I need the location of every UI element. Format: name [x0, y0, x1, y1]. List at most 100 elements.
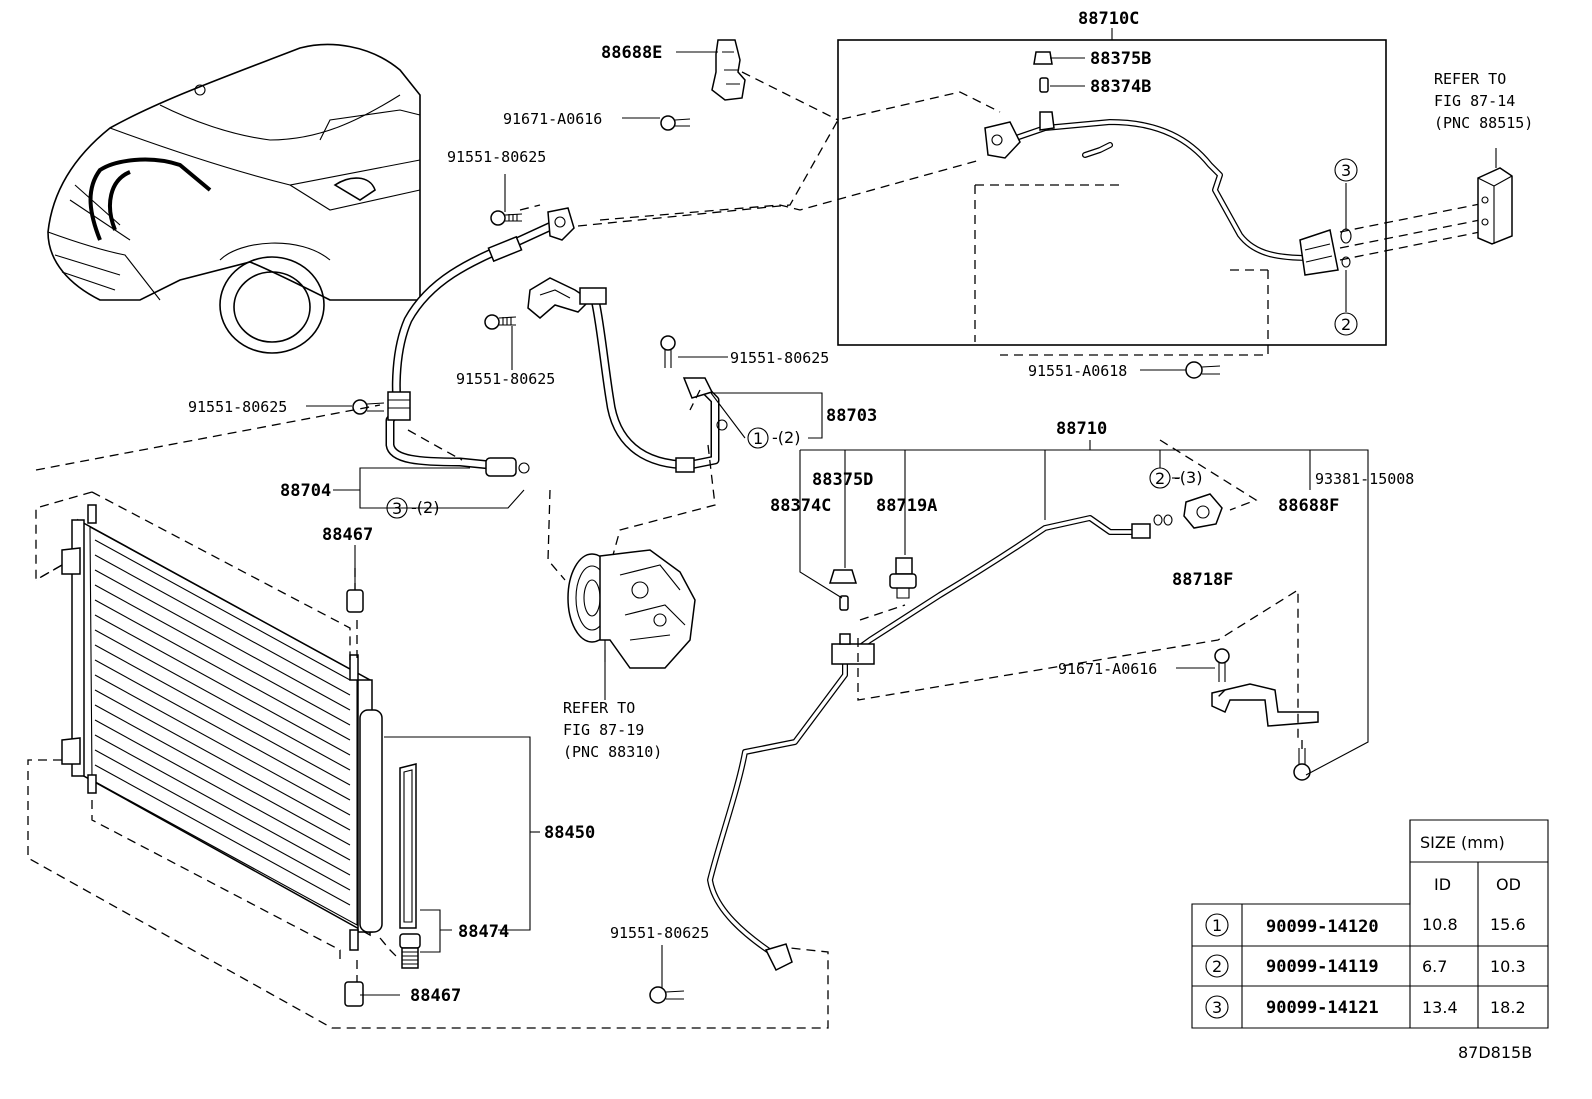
- row-1-part: 90099-14120: [1266, 917, 1379, 937]
- callouts: 1 -(2) 3 -(2) 2 -(3) 3 2: [386, 158, 1358, 519]
- label-88718F: 88718F: [1172, 570, 1233, 590]
- size-table-col-od: OD: [1496, 875, 1521, 894]
- condenser-outline-dash: [27, 491, 829, 1029]
- bolt-91551-80625-d: [352, 399, 385, 415]
- diagram-code: 87D815B: [1458, 1043, 1532, 1062]
- row-2-od: 10.3: [1490, 957, 1526, 976]
- reference-note-fig87-14: REFER TO FIG 87-14 (PNC 88515): [1434, 70, 1533, 132]
- size-table-header: SIZE (mm): [1420, 833, 1505, 852]
- label-91551-A0618: 91551-A0618: [1028, 362, 1127, 380]
- callout-88710C-3-num: 3: [1341, 161, 1351, 180]
- row-1-id: 10.8: [1422, 915, 1458, 934]
- ref-87-19-line3: (PNC 88310): [563, 743, 662, 761]
- label-88467-bottom: 88467: [410, 986, 461, 1006]
- label-88467-top: 88467: [322, 525, 373, 545]
- row-3-ref: 3: [1212, 998, 1222, 1017]
- bolt-93381-15008: [1293, 748, 1311, 781]
- bolt-91671-A0616-top: [660, 115, 691, 131]
- leader-lines: [306, 28, 1497, 996]
- bolt-91671-A0616-mid: [1214, 648, 1230, 682]
- condenser-88450: [61, 504, 383, 951]
- cap-88375B: [1033, 51, 1053, 65]
- label-91671-A0616-mid: 91671-A0616: [1058, 660, 1157, 678]
- label-88375B: 88375B: [1090, 49, 1151, 69]
- part-labels: 88710C 88375B 88374B 88688E 91671-A0616 …: [188, 9, 1414, 1006]
- pipe-88710C: [984, 111, 1339, 276]
- label-88719A: 88719A: [876, 496, 937, 516]
- row-2-ref: 2: [1212, 957, 1222, 976]
- condenser-fins: [94, 539, 351, 906]
- row-3-id: 13.4: [1422, 998, 1458, 1017]
- callout-88704-num: 3: [392, 499, 402, 518]
- label-88688F: 88688F: [1278, 496, 1339, 516]
- callout-88710: 2 -(3): [1149, 467, 1202, 489]
- callout-88710-num: 2: [1155, 469, 1165, 488]
- compressor: [567, 549, 696, 669]
- valve-88374C: [839, 595, 849, 611]
- table-row: 1 90099-14120 10.8 15.6: [1205, 913, 1526, 937]
- label-88474: 88474: [458, 922, 509, 942]
- label-91551-80625-a: 91551-80625: [447, 148, 546, 166]
- table-row: 3 90099-14121 13.4 18.2: [1205, 995, 1526, 1019]
- plug-88474: [399, 933, 421, 969]
- label-88703: 88703: [826, 406, 877, 426]
- label-93381-15008: 93381-15008: [1315, 470, 1414, 488]
- row-1-ref: 1: [1212, 916, 1222, 935]
- row-2-id: 6.7: [1422, 957, 1447, 976]
- callout-88710C-2-num: 2: [1341, 315, 1351, 334]
- o-ring-2-box: [1341, 256, 1351, 268]
- size-table-col-id: ID: [1434, 875, 1451, 894]
- vehicle-illustration: [47, 43, 421, 354]
- callout-88703-sub: -(2): [772, 428, 800, 447]
- suction-hose-88703: [527, 277, 728, 473]
- guide-dash-right: [857, 439, 1303, 752]
- guide-dash-left: [35, 71, 1001, 581]
- ref-87-19-line2: FIG 87-19: [563, 721, 644, 739]
- ref-87-14-line1: REFER TO: [1434, 70, 1506, 88]
- size-table: SIZE (mm) ID OD 1 90099-14120 10.8 15.6 …: [1191, 819, 1549, 1029]
- bushing-88467-top: [346, 589, 364, 613]
- label-88375D: 88375D: [812, 470, 873, 490]
- callout-88703-num: 1: [753, 429, 763, 448]
- bolt-91551-80625-e: [649, 986, 685, 1004]
- reference-note-fig87-19: REFER TO FIG 87-19 (PNC 88310): [563, 699, 662, 761]
- label-91551-80625-e: 91551-80625: [610, 924, 709, 942]
- bolt-91551-80625-c: [660, 335, 676, 368]
- ref-87-14-line3: (PNC 88515): [1434, 114, 1533, 132]
- expansion-valve: [1477, 167, 1513, 245]
- bracket-88688E: [711, 39, 746, 101]
- callout-88704: 3 -(2): [386, 497, 439, 519]
- bolt-91551-80625-a: [490, 210, 523, 226]
- oring-2-88710: [1153, 514, 1173, 526]
- ref-87-14-line2: FIG 87-14: [1434, 92, 1515, 110]
- callout-88704-sub: -(2): [411, 498, 439, 517]
- row-3-part: 90099-14121: [1266, 998, 1379, 1018]
- sensor-88719A: [889, 557, 917, 599]
- discharge-hose-88704: [385, 207, 575, 477]
- label-88374C: 88374C: [770, 496, 831, 516]
- label-91671-A0616-top: 91671-A0616: [503, 110, 602, 128]
- table-row: 2 90099-14119 6.7 10.3: [1205, 954, 1526, 978]
- row-3-od: 18.2: [1490, 998, 1526, 1017]
- bushing-88467-bottom: [344, 981, 364, 1007]
- label-91551-80625-d: 91551-80625: [188, 398, 287, 416]
- desiccant-88474: [399, 763, 417, 929]
- ref-87-19-line1: REFER TO: [563, 699, 635, 717]
- label-91551-80625-c: 91551-80625: [730, 349, 829, 367]
- callout-88710-sub: -(3): [1174, 468, 1202, 487]
- bolts: [352, 115, 1311, 1004]
- label-88374B: 88374B: [1090, 77, 1151, 97]
- cap-88718F: [1183, 493, 1223, 529]
- label-88450: 88450: [544, 823, 595, 843]
- callout-88710C-3: 3: [1334, 158, 1358, 182]
- cap-88375D: [828, 569, 858, 584]
- label-88710: 88710: [1056, 419, 1107, 439]
- label-88710C: 88710C: [1078, 9, 1139, 29]
- callout-88703: 1 -(2): [747, 427, 800, 449]
- valve-88374B: [1039, 77, 1049, 93]
- pipe-88710: [707, 515, 1151, 972]
- label-88688E: 88688E: [601, 43, 662, 63]
- row-2-part: 90099-14119: [1266, 957, 1379, 977]
- label-91551-80625-b: 91551-80625: [456, 370, 555, 388]
